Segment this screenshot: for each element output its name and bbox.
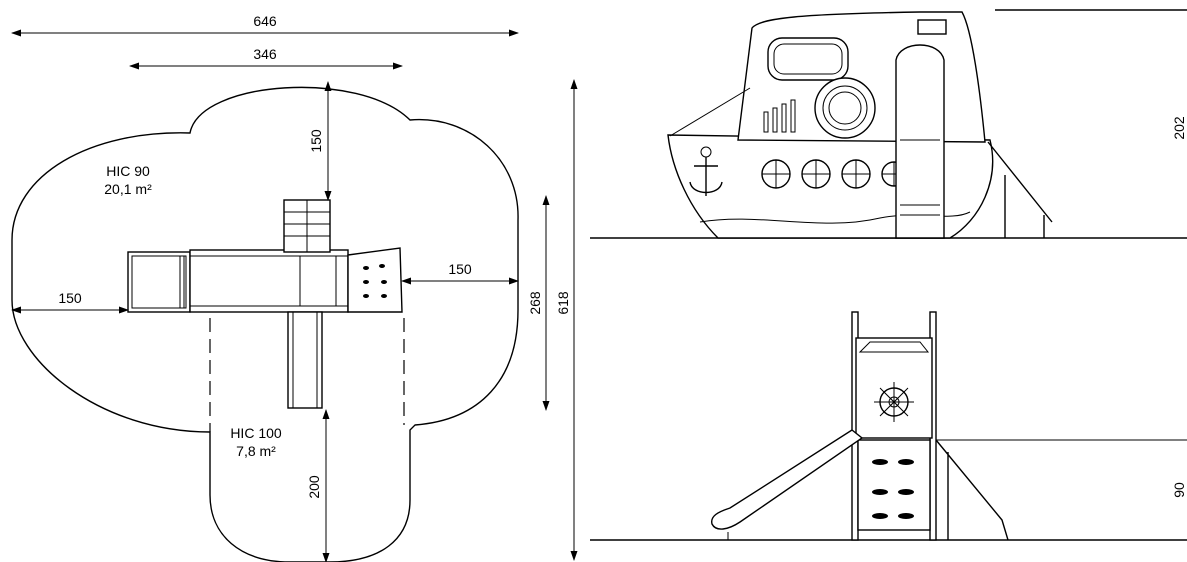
zone1-label: HIC 90	[106, 163, 150, 179]
life-ring	[814, 77, 876, 139]
height-label-90: 90	[1171, 482, 1187, 498]
front-elevation: 90	[590, 311, 1187, 541]
dim-label-right-150: 150	[448, 261, 472, 277]
dim-label-346: 346	[253, 46, 277, 62]
front-climbing-frame	[935, 439, 1009, 541]
rigging-rope	[669, 87, 751, 137]
cabin-window	[767, 37, 849, 81]
dim-label-268: 268	[527, 291, 543, 315]
side-climbing-frame	[987, 141, 1053, 238]
dim-label-646: 646	[253, 13, 277, 29]
safety-zone-outline	[11, 86, 519, 562]
anchor-icon	[689, 146, 723, 196]
ship-wheel-icon	[874, 382, 914, 422]
dim-label-618: 618	[555, 291, 571, 315]
zone2-label: HIC 100	[230, 425, 282, 441]
dim-label-left-150: 150	[58, 290, 82, 306]
height-label-202: 202	[1171, 116, 1187, 140]
dim-label-bottom-200: 200	[306, 475, 322, 499]
front-climbing-panel	[857, 439, 931, 531]
plan-structure	[127, 199, 403, 409]
dim-label-top-150: 150	[308, 129, 324, 153]
side-elevation: 202	[590, 9, 1187, 239]
plan-view: 646 346 150 150 150 200 268 618 HIC 90 2…	[11, 13, 578, 562]
cabin-vents	[763, 99, 796, 133]
zone2-area: 7,8 m²	[236, 443, 276, 459]
front-slide	[711, 429, 864, 530]
flag	[917, 19, 947, 35]
zone1-area: 20,1 m²	[104, 181, 152, 197]
side-slide-tower	[895, 44, 945, 239]
